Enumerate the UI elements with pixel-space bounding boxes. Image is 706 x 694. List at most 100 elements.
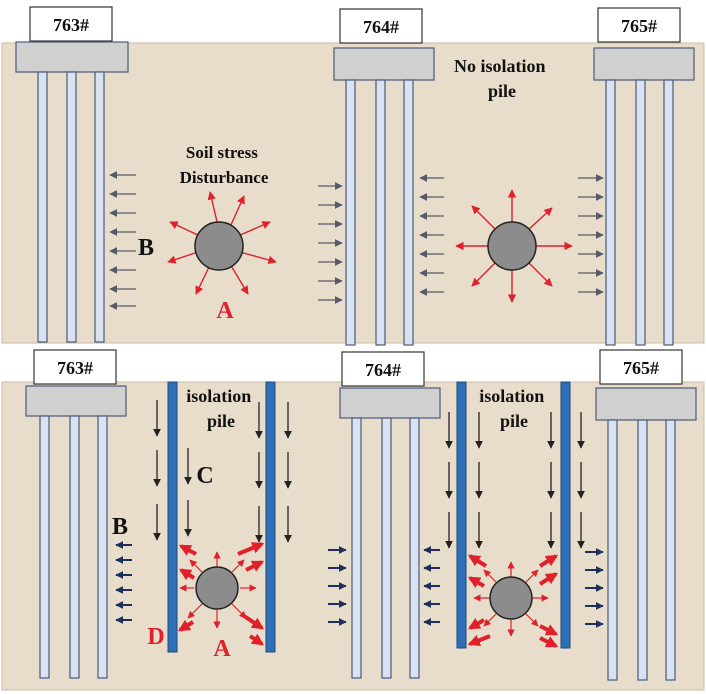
pile-cap bbox=[339, 387, 441, 419]
reaction-arrow bbox=[467, 576, 485, 588]
tunnel-right-bottom bbox=[467, 554, 559, 648]
pile bbox=[409, 417, 420, 679]
pier-763-bottom: 763# bbox=[25, 349, 127, 679]
bottom-panel: 763# 764# 765# bbox=[1, 349, 705, 691]
reaction-arrow bbox=[237, 542, 265, 556]
reaction-arrow bbox=[177, 619, 195, 632]
pier-label: 764# bbox=[365, 360, 401, 380]
top-panel: 763# 764# 765# No isolation pi bbox=[1, 6, 705, 346]
pile bbox=[66, 71, 77, 343]
stress-arrow bbox=[231, 603, 247, 619]
reaction-arrow bbox=[242, 614, 264, 630]
pier-label: 765# bbox=[623, 358, 659, 378]
disturbance-label-line: Soil stress bbox=[186, 143, 258, 162]
soil-stress-arrows-center-right bbox=[419, 174, 444, 296]
reaction-arrow bbox=[467, 554, 488, 568]
soil-stress-arrows-left bbox=[109, 171, 136, 310]
stress-arrow bbox=[229, 195, 245, 228]
tunnel-left-bottom bbox=[177, 542, 265, 646]
pile bbox=[637, 419, 648, 681]
label-a-top: A bbox=[216, 298, 234, 324]
isolation-pile-label-right: isolation pile bbox=[479, 386, 549, 431]
isolation-pile-label-line: pile bbox=[500, 411, 528, 431]
pile bbox=[607, 419, 618, 681]
pile bbox=[381, 417, 392, 679]
disturbance-label: Soil stress Disturbance bbox=[180, 143, 269, 187]
pile-cap bbox=[595, 387, 697, 421]
tunnel-shield bbox=[194, 221, 244, 271]
label-b-top: B bbox=[138, 235, 154, 261]
stress-arrow bbox=[471, 205, 497, 231]
isolation-pile-label-left: isolation pile bbox=[186, 386, 256, 431]
pile-cap bbox=[25, 385, 127, 417]
stress-arrow bbox=[483, 613, 497, 627]
no-isolation-note-line: pile bbox=[488, 81, 516, 101]
stress-arrow bbox=[471, 261, 497, 287]
tunnel-shield bbox=[195, 566, 239, 610]
stress-arrow bbox=[189, 559, 203, 573]
reaction-arrow bbox=[178, 568, 196, 581]
pier-765-top: 765# bbox=[593, 7, 695, 346]
pile bbox=[37, 71, 48, 343]
reaction-arrow bbox=[538, 554, 559, 568]
pile bbox=[345, 79, 356, 346]
stress-arrow bbox=[207, 191, 219, 227]
pier-label-box bbox=[339, 8, 423, 44]
pile bbox=[663, 79, 674, 346]
pile-cap bbox=[593, 47, 695, 81]
stress-arrow bbox=[229, 263, 249, 295]
stress-arrow bbox=[525, 613, 539, 627]
radial-stress-arrows bbox=[473, 561, 549, 637]
label-a-bottom: A bbox=[213, 636, 231, 662]
soil-stress-arrows-right bbox=[578, 174, 604, 296]
pier-label-box bbox=[29, 6, 113, 42]
pile bbox=[635, 79, 646, 346]
tunnel-right-top bbox=[455, 189, 573, 303]
tunnel-shield bbox=[487, 221, 537, 271]
no-isolation-note: No isolation pile bbox=[454, 56, 550, 101]
pier-label: 764# bbox=[363, 17, 399, 37]
pier-764-bottom: 764# bbox=[339, 351, 441, 679]
no-isolation-note-line: No isolation bbox=[454, 56, 546, 76]
pier-label-box bbox=[597, 7, 681, 43]
radial-stress-arrows bbox=[167, 191, 277, 295]
stress-arrow bbox=[195, 264, 211, 295]
isolation-pile-wall bbox=[167, 381, 178, 653]
pier-label-box bbox=[341, 351, 425, 387]
pile bbox=[375, 79, 386, 346]
radial-stress-arrows bbox=[455, 189, 573, 303]
reaction-arrow bbox=[245, 560, 265, 572]
reaction-arrow bbox=[538, 572, 559, 586]
pile bbox=[605, 79, 616, 346]
isolation-pile-wall bbox=[560, 381, 571, 649]
label-c-bottom: C bbox=[196, 463, 213, 489]
radial-stress-arrows bbox=[179, 551, 257, 629]
stress-arrow bbox=[483, 569, 497, 583]
pile-reaction-arrows bbox=[467, 554, 559, 648]
reaction-arrow bbox=[539, 624, 559, 636]
stress-arrow bbox=[231, 559, 245, 573]
label-d-bottom: D bbox=[147, 624, 164, 650]
stress-arrow bbox=[239, 251, 277, 265]
pier-label: 765# bbox=[621, 16, 657, 36]
isolation-pile-label-line: pile bbox=[207, 411, 235, 431]
downward-friction-arrows bbox=[153, 400, 585, 549]
pier-label: 763# bbox=[53, 15, 89, 35]
pile-cap bbox=[333, 47, 435, 81]
stress-arrow bbox=[527, 261, 553, 287]
reaction-arrow bbox=[467, 634, 491, 647]
reaction-arrow bbox=[467, 618, 485, 630]
pile bbox=[665, 419, 676, 681]
stress-arrow bbox=[237, 221, 271, 237]
reaction-arrow bbox=[178, 544, 197, 556]
pier-765-bottom: 765# bbox=[595, 349, 697, 681]
disturbance-label-line: Disturbance bbox=[180, 168, 269, 187]
label-b-bottom: B bbox=[112, 514, 128, 540]
pile bbox=[351, 417, 362, 679]
pile bbox=[403, 79, 414, 346]
stress-arrow bbox=[527, 207, 553, 231]
pile bbox=[69, 415, 80, 679]
pier-label-box bbox=[33, 349, 117, 385]
stress-arrow bbox=[525, 569, 539, 583]
